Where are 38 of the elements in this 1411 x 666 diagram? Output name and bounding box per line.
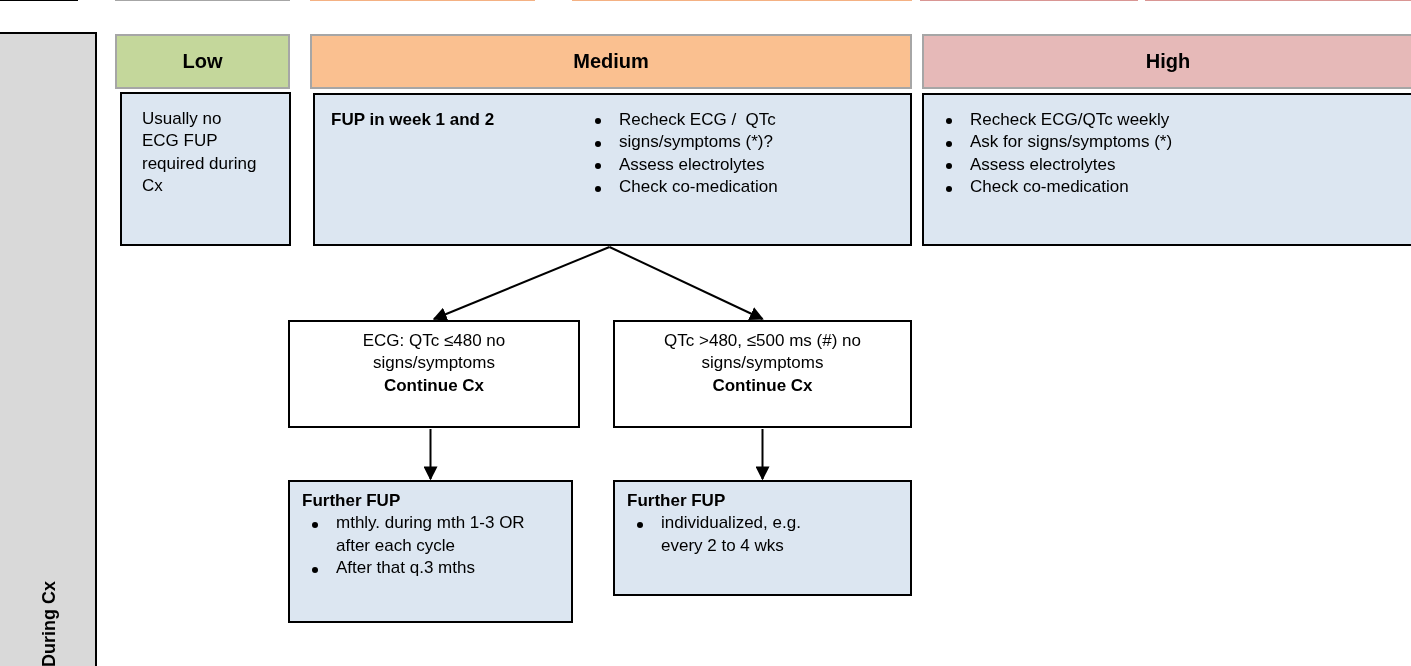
bullet-text: Assess electrolytes: [619, 154, 765, 174]
arrow: [432, 246, 611, 321]
bullet-text: Recheck ECG/QTc weekly: [970, 110, 1170, 129]
arrow: [608, 246, 764, 320]
condition-text: QTc >480, ≤500 ms (#) no signs/symptoms: [663, 330, 862, 375]
phase-band: [0, 32, 97, 666]
bullet-text: After that q.3 mths: [336, 558, 475, 578]
action-text: Continue Cx: [382, 374, 486, 397]
risk-level: Medium: [573, 49, 649, 75]
info-box: [288, 480, 573, 623]
info-box: [313, 93, 912, 246]
risk-header: [310, 34, 912, 89]
decision-box: [613, 320, 912, 428]
action-text: Continue Cx: [711, 374, 814, 397]
bullet-text: Check co-medication: [619, 177, 778, 197]
risk-level: High: [1145, 49, 1191, 75]
decision-box: [288, 320, 580, 428]
info-box: [120, 92, 291, 246]
arrow: [755, 428, 770, 481]
info-box: [922, 93, 1411, 246]
risk-header: [115, 34, 290, 89]
bullet-text: Ask for signs/symptoms (*): [970, 132, 1173, 152]
bullet-text: Check co-medication: [970, 177, 1129, 197]
condition-text: ECG: QTc ≤480 no signs/symptoms: [361, 330, 507, 375]
bullet-text: Assess electrolytes: [970, 154, 1116, 174]
risk-header: [922, 34, 1411, 89]
risk-level: Low: [182, 49, 223, 75]
bullet-text: signs/symptoms (*)?: [619, 132, 773, 152]
bullet-text: individualized, e.g. every 2 to 4 wks: [661, 513, 801, 555]
info-text: Usually no ECG FUP required during Cx: [142, 108, 258, 198]
bullet-text: Recheck ECG / QTc: [619, 110, 776, 129]
phase-label: During Cx: [38, 581, 61, 666]
box-heading: Further FUP: [627, 490, 727, 512]
bullet-text: mthly. during mth 1-3 OR after each cycle: [336, 513, 525, 555]
box-heading: Further FUP: [302, 490, 402, 512]
arrow: [423, 428, 438, 481]
box-heading: FUP in week 1 and 2: [331, 109, 495, 131]
info-box: [613, 480, 912, 596]
